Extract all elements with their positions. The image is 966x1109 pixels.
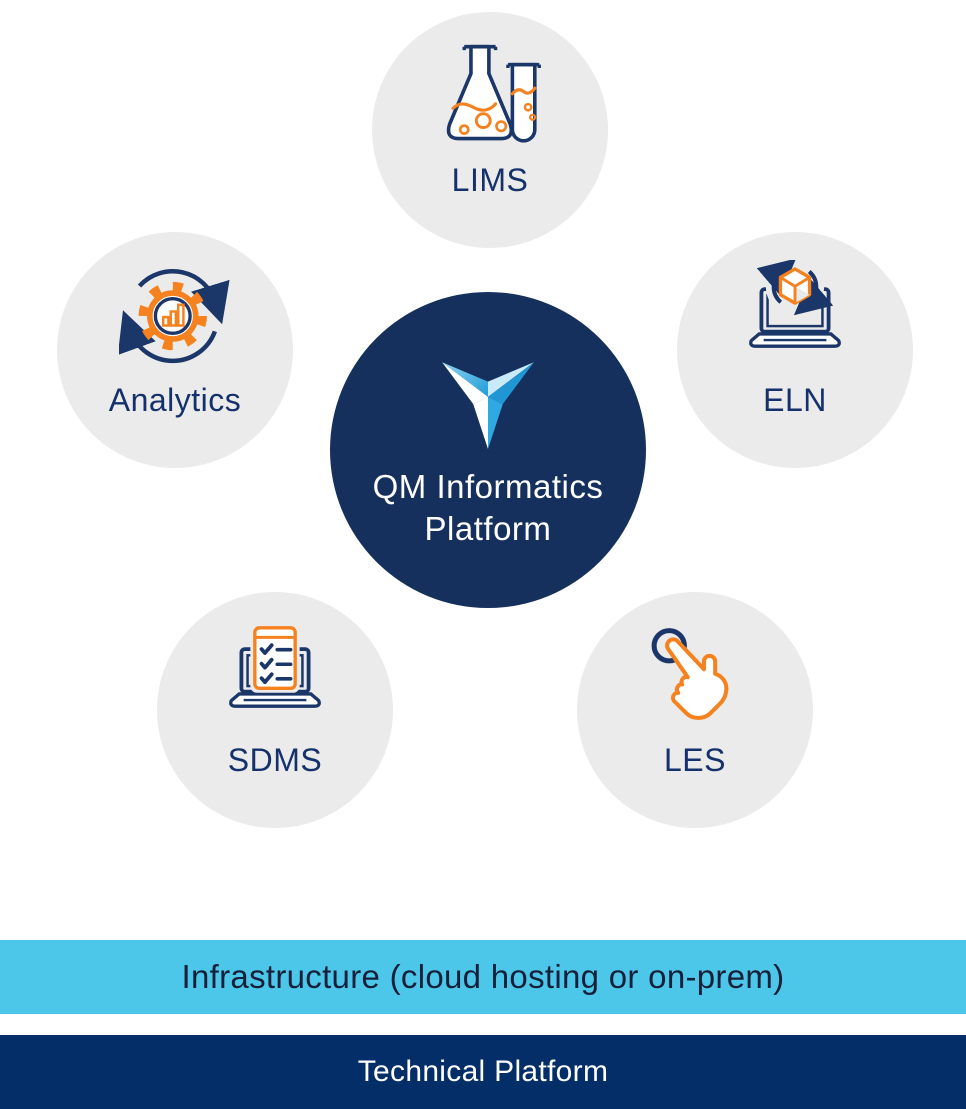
three-point-star-logo xyxy=(442,362,534,449)
infrastructure-bar-label: Infrastructure (cloud hosting or on-prem… xyxy=(181,958,785,995)
laptop-sync-cube-icon xyxy=(749,260,841,348)
gear-sync-chart-icon xyxy=(119,269,230,364)
circle-eln: ELN xyxy=(677,232,913,468)
technical-platform-bar: Technical Platform xyxy=(0,1035,966,1109)
circle-lims: LIMS xyxy=(372,12,608,248)
satellite-label-eln: ELN xyxy=(763,382,827,418)
tap-hand-icon xyxy=(651,628,729,721)
infrastructure-bar: Infrastructure (cloud hosting or on-prem… xyxy=(0,940,966,1014)
technical-platform-bar-label: Technical Platform xyxy=(357,1055,609,1088)
satellite-label-les: LES xyxy=(664,742,726,778)
satellite-label-lims: LIMS xyxy=(451,162,529,198)
center-title: QM Informatics Platform xyxy=(373,466,604,550)
circle-qm-platform: QM Informatics Platform xyxy=(330,292,646,608)
circle-sdms: SDMS xyxy=(157,592,393,828)
satellite-label-analytics: Analytics xyxy=(108,382,242,418)
circle-analytics: Analytics xyxy=(57,232,293,468)
center-title-line1: QM Informatics xyxy=(372,468,604,505)
circle-les: LES xyxy=(577,592,813,828)
laptop-checklist-icon xyxy=(229,623,321,708)
flasks-icon xyxy=(446,44,541,143)
center-title-line2: Platform xyxy=(424,510,552,547)
satellite-label-sdms: SDMS xyxy=(227,742,323,778)
